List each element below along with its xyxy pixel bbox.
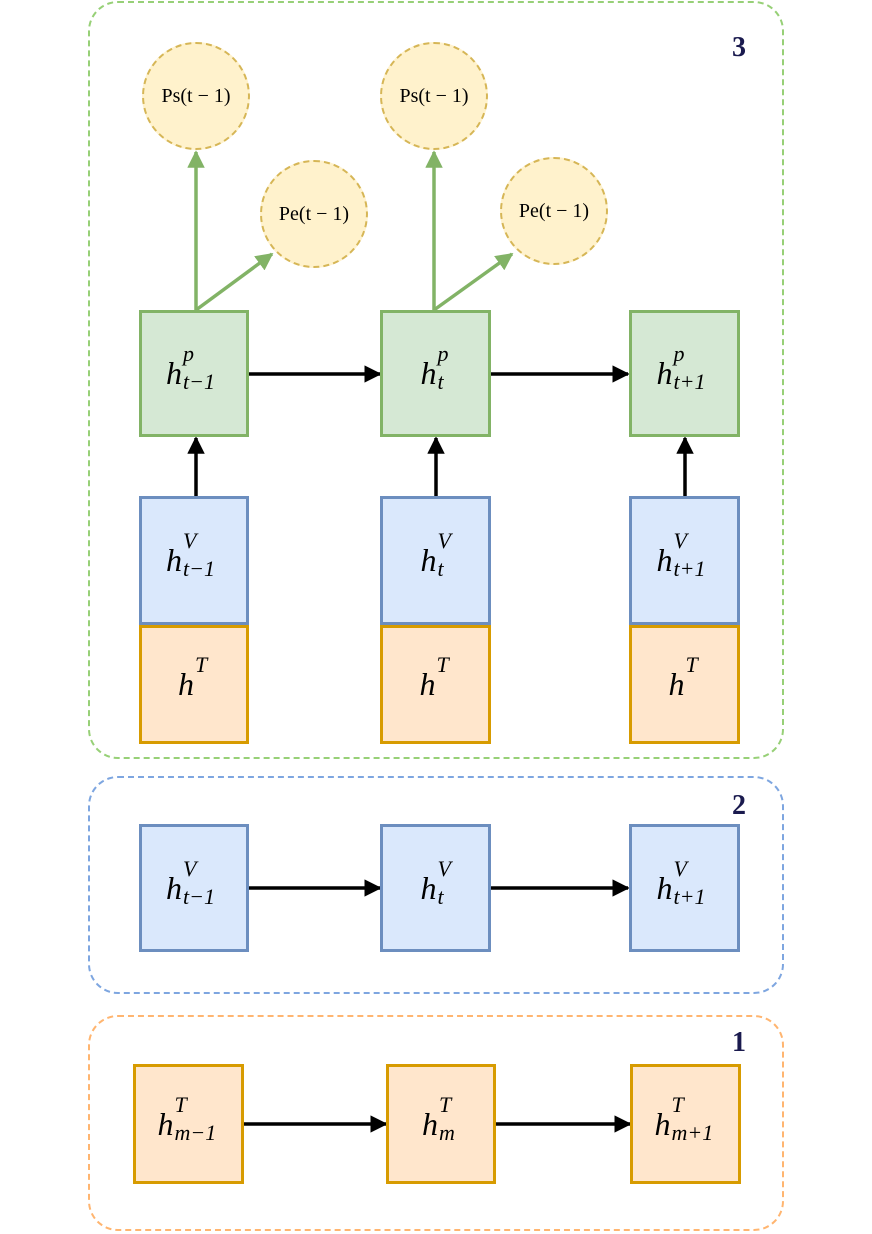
pe-output-circle-2: Pe(t − 1) bbox=[500, 157, 608, 265]
label-sup: T bbox=[436, 652, 449, 677]
label-sub: t+1 bbox=[673, 556, 706, 581]
label-sup: V bbox=[673, 528, 687, 553]
label-base: h bbox=[654, 1105, 671, 1142]
label-sub: m bbox=[439, 1119, 455, 1145]
pe-output-label: Pe(t − 1) bbox=[518, 199, 590, 222]
panel-number-3: 3 bbox=[732, 32, 746, 63]
label-sup: p bbox=[437, 341, 449, 366]
label-base: h bbox=[656, 869, 673, 906]
label-sub: m+1 bbox=[671, 1119, 714, 1145]
label-base: h bbox=[420, 355, 437, 391]
ps-output-circle-1: Ps(t − 1) bbox=[142, 42, 250, 150]
pe-output-label: Pe(t − 1) bbox=[278, 202, 350, 225]
label-sub: t+1 bbox=[673, 369, 706, 394]
pe-output-circle-1: Pe(t − 1) bbox=[260, 160, 368, 268]
label-sup: V bbox=[437, 855, 451, 881]
label-sup: T bbox=[195, 652, 208, 677]
panel-number-2: 2 bbox=[732, 790, 746, 821]
label-sup: T bbox=[174, 1091, 187, 1117]
arrow-p1-pe bbox=[194, 252, 274, 312]
label-sup: V bbox=[437, 528, 451, 553]
label-base: h bbox=[420, 542, 437, 578]
label-sub: t−1 bbox=[183, 883, 215, 909]
label-sub: t bbox=[437, 556, 444, 581]
label-sub: t bbox=[437, 369, 444, 394]
panel-layer-3 bbox=[88, 1, 784, 759]
label-sup: T bbox=[439, 1091, 452, 1117]
label-base: h bbox=[656, 542, 673, 578]
ps-output-label: Ps(t − 1) bbox=[161, 84, 231, 107]
label-sub: t+1 bbox=[673, 883, 706, 909]
label-sub: t−1 bbox=[183, 556, 215, 581]
label-base: h bbox=[656, 355, 673, 391]
label-sup: V bbox=[183, 528, 197, 553]
label-sup: p bbox=[673, 341, 685, 366]
label-base: h bbox=[166, 355, 182, 391]
panel-number-1: 1 bbox=[732, 1027, 746, 1058]
label-sup: T bbox=[685, 652, 698, 677]
label-base: h bbox=[420, 869, 437, 906]
label-base: h bbox=[157, 1105, 174, 1142]
label-sub: t−1 bbox=[183, 369, 215, 394]
label-sup: V bbox=[183, 855, 197, 881]
label-base: h bbox=[166, 869, 182, 906]
label-sup: p bbox=[183, 341, 194, 366]
label-base: h bbox=[178, 666, 194, 702]
label-sub: m−1 bbox=[174, 1119, 217, 1145]
panel-layer-1 bbox=[88, 1015, 784, 1231]
arrow-p2-pe bbox=[432, 252, 514, 312]
label-base: h bbox=[668, 666, 685, 702]
label-base: h bbox=[419, 666, 436, 702]
ps-output-label: Ps(t − 1) bbox=[399, 84, 469, 107]
ps-output-circle-2: Ps(t − 1) bbox=[380, 42, 488, 150]
label-base: h bbox=[166, 542, 182, 578]
label-sup: T bbox=[671, 1091, 684, 1117]
label-sup: V bbox=[673, 855, 687, 881]
label-base: h bbox=[422, 1105, 438, 1142]
panel-layer-2 bbox=[88, 776, 784, 994]
label-sub: t bbox=[437, 883, 444, 909]
